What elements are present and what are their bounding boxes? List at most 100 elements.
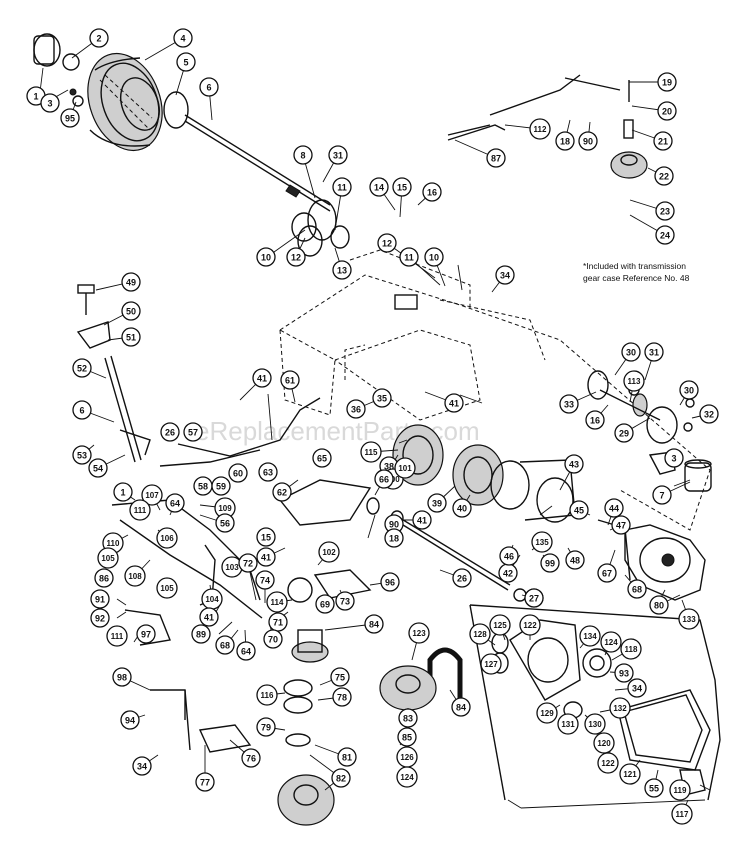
callout-number: 133 [682,615,696,624]
callout-number: 94 [125,716,135,726]
callout-4: 4 [173,28,193,48]
callout-circle [330,667,350,687]
callout-number: 41 [417,516,427,526]
callout-23: 23 [655,201,675,221]
callout-circle [486,148,506,168]
callout-circle [564,454,584,474]
callout-number: 26 [457,574,467,584]
callout-132: 132 [609,697,631,719]
callout-71: 71 [268,612,288,632]
callout-circle [377,233,397,253]
callout-75: 75 [330,667,350,687]
callout-circle [452,498,472,518]
callout-16: 16 [422,182,442,202]
callout-number: 15 [397,183,407,193]
callout-circle [444,393,464,413]
callout-number: 7 [659,491,664,501]
callout-circle [369,177,389,197]
callout-circle [469,623,491,645]
callout-circle [392,177,412,197]
callout-circle [293,145,313,165]
callout-number: 102 [322,548,336,557]
callout-21: 21 [653,131,673,151]
callout-number: 34 [632,684,642,694]
callout-number: 12 [291,253,301,263]
callout-number: 82 [336,774,346,784]
callout-number: 34 [500,271,510,281]
callout-number: 77 [200,778,210,788]
callout-number: 27 [529,594,539,604]
callout-41: 41 [252,368,272,388]
callout-circle [286,247,306,267]
callout-number: 129 [540,709,554,718]
callout-circle [211,476,231,496]
callout-59: 59 [211,476,231,496]
callout-number: 18 [560,137,570,147]
callout-circle [536,702,558,724]
callout-circle [335,591,355,611]
callout-number: 11 [337,183,347,193]
callout-128: 128 [469,623,491,645]
callout-circle [199,77,219,97]
callout-32: 32 [699,404,719,424]
callout-circle [195,772,215,792]
callout-79: 79 [256,717,276,737]
callout-circle [422,182,442,202]
callout-circle [332,177,352,197]
callout-circle [272,482,292,502]
callout-circle [593,732,615,754]
callout-circle [90,608,110,628]
callout-44: 44 [604,498,624,518]
callout-34: 34 [627,678,647,698]
callout-106: 106 [156,527,178,549]
callout-circle [649,595,669,615]
callout-63: 63 [258,462,278,482]
callout-84: 84 [364,614,384,634]
callout-29: 29 [614,423,634,443]
lift-linkage [447,74,648,179]
callout-number: 30 [684,386,694,396]
callout-74: 74 [255,570,275,590]
callout-number: 73 [340,597,350,607]
callout-circle [399,247,419,267]
callout-41: 41 [444,393,464,413]
callout-number: 111 [111,632,124,641]
callout-number: 108 [128,572,142,581]
callout-circle [597,563,617,583]
callout-circle [112,667,132,687]
callout-circle [623,370,645,392]
callout-57: 57 [183,422,203,442]
callout-number: 5 [183,58,188,68]
callout-67: 67 [597,563,617,583]
callout-circle [266,591,288,613]
callout-98: 98 [112,667,132,687]
callout-circle [644,778,664,798]
callout-number: 101 [398,464,412,473]
callout-circle [519,614,541,636]
callout-1: 1 [113,482,133,502]
callout-number: 60 [233,469,243,479]
callout-number: 45 [574,506,584,516]
callout-circle [121,272,141,292]
shift-linkage [76,284,372,826]
callout-55: 55 [644,778,664,798]
transmission-note: *Included with transmission gear case Re… [583,261,690,283]
callout-101: 101 [394,457,416,479]
callout-circle [384,528,404,548]
callout-number: 122 [523,621,537,630]
callout-89: 89 [191,624,211,644]
callout-number: 78 [337,693,347,703]
callout-61: 61 [280,370,300,390]
callout-circle [620,638,642,660]
callout-number: 63 [263,468,273,478]
callout-26: 26 [160,422,180,442]
callout-34: 34 [495,265,515,285]
callout-circle [657,72,677,92]
callout-circle [173,28,193,48]
callout-circle [256,684,278,706]
callout-number: 64 [241,647,251,657]
callout-11: 11 [399,247,419,267]
callout-number: 32 [704,410,714,420]
callout-14: 14 [369,177,389,197]
callout-7: 7 [652,485,672,505]
